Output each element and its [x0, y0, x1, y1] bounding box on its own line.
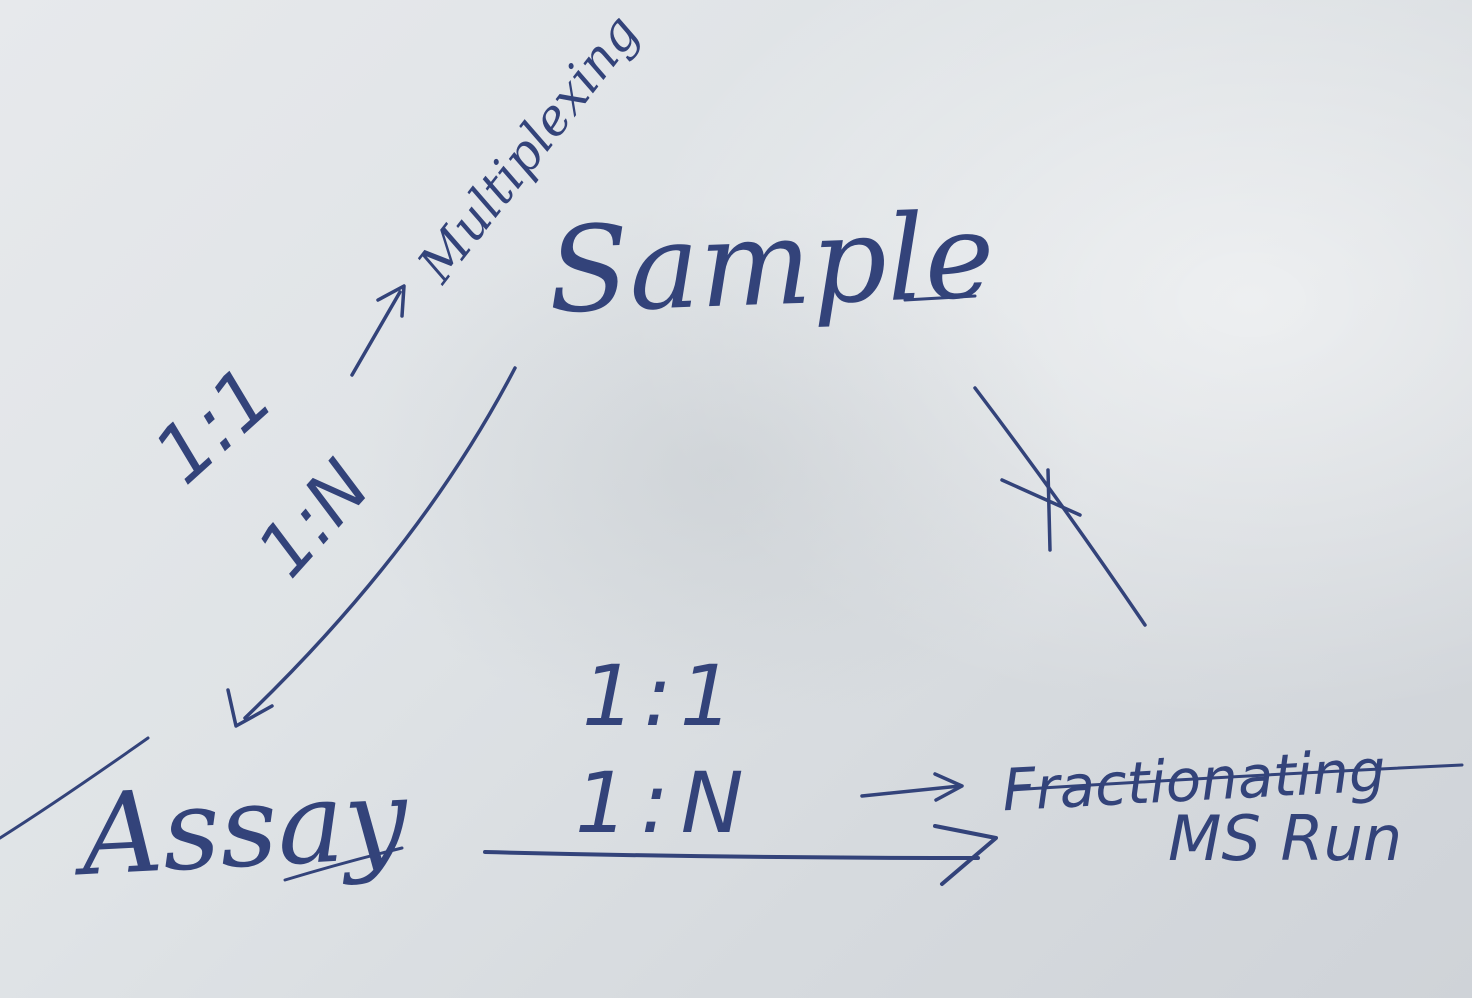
node-ms-run: MS Run: [1168, 802, 1402, 875]
ratio-many-pointer-arrow: [860, 784, 962, 798]
multiplexing-pointer-arrow: [350, 290, 402, 377]
assay-leading-stroke: [0, 736, 150, 840]
assay-msrun-ratio-many: 1:N: [575, 754, 756, 852]
multiplexing-pointer-arrowhead: [376, 284, 406, 318]
sample-to-assay-arrow: [243, 366, 517, 720]
assay-msrun-ratio-one: 1:1: [582, 647, 741, 745]
sample-assay-ratio-many: 1:N: [241, 444, 386, 592]
sample-assay-ratio-one: 1:1: [138, 351, 292, 502]
sample-to-assay-arrowhead: [226, 688, 274, 728]
crossed-out-mark: [1000, 478, 1082, 517]
fractionating-strike-stroke: [1008, 763, 1464, 792]
sample-to-msrun-line: [973, 386, 1147, 627]
assay-trailing-stroke: [283, 846, 404, 882]
node-sample: Sample: [546, 186, 997, 339]
crossed-out-mark-vertical: [1046, 468, 1052, 552]
node-assay: Assay: [69, 754, 412, 901]
assay-to-msrun-arrowhead: [933, 824, 998, 886]
sample-underline-stroke: [903, 294, 977, 302]
assay-to-msrun-arrow: [483, 850, 980, 860]
ratio-many-pointer-arrowhead: [933, 772, 964, 802]
